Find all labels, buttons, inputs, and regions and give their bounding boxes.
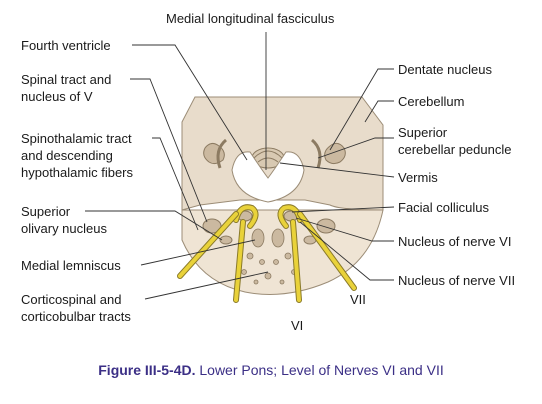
label-spinothalamic-2: and descending xyxy=(21,148,113,163)
label-cerebellum: Cerebellum xyxy=(398,94,464,109)
facial-genu-left xyxy=(234,205,258,228)
label-spinal-tract-2: nucleus of V xyxy=(21,89,93,104)
nerve-vi-left xyxy=(234,220,245,302)
figure-caption: Figure III-5-4D. Lower Pons; Level of Ne… xyxy=(0,362,542,378)
superior-olivary-left xyxy=(219,235,233,245)
facial-genu-right xyxy=(278,205,302,228)
label-vermis: Vermis xyxy=(398,170,438,185)
label-spinothalamic-1: Spinothalamic tract xyxy=(21,131,132,146)
caption-number: Figure III-5-4D. xyxy=(98,362,196,378)
spinal-nucleus-v-right xyxy=(316,218,336,234)
caption-text: Lower Pons; Level of Nerves VI and VII xyxy=(199,362,444,378)
label-spinothalamic-3: hypothalamic fibers xyxy=(21,165,133,180)
sup-cereb-peduncle-left xyxy=(216,138,228,169)
label-nucleus-vii: Nucleus of nerve VII xyxy=(398,273,515,288)
label-facial-colliculus: Facial colliculus xyxy=(398,200,490,215)
label-nerve-vii: VII xyxy=(350,292,366,307)
nerve-vii-right xyxy=(298,212,356,290)
pons-diagram: Medial longitudinal fasciculus Fourth ve… xyxy=(21,11,515,333)
label-superior-olivary-1: Superior xyxy=(21,204,71,219)
label-spinal-tract-1: Spinal tract and xyxy=(21,72,111,87)
label-dentate: Dentate nucleus xyxy=(398,62,492,77)
nerve-vii-left xyxy=(178,212,238,278)
label-corticospinal-1: Corticospinal and xyxy=(21,292,121,307)
label-medial-lemniscus: Medial lemniscus xyxy=(21,258,121,273)
label-superior-olivary-2: olivary nucleus xyxy=(21,221,107,236)
nerve-vi-right xyxy=(291,220,301,302)
label-fourth-ventricle: Fourth ventricle xyxy=(21,38,111,53)
sup-cereb-peduncle-right xyxy=(310,138,322,169)
spinal-nucleus-v-left xyxy=(202,218,222,234)
label-nerve-vi: VI xyxy=(291,318,303,333)
label-mlf: Medial longitudinal fasciculus xyxy=(166,11,335,26)
label-sup-cereb-ped-1: Superior xyxy=(398,125,448,140)
fourth-ventricle-shape xyxy=(231,151,305,203)
label-nucleus-vi: Nucleus of nerve VI xyxy=(398,234,511,249)
label-corticospinal-2: corticobulbar tracts xyxy=(21,309,131,324)
label-sup-cereb-ped-2: cerebellar peduncle xyxy=(398,142,511,157)
